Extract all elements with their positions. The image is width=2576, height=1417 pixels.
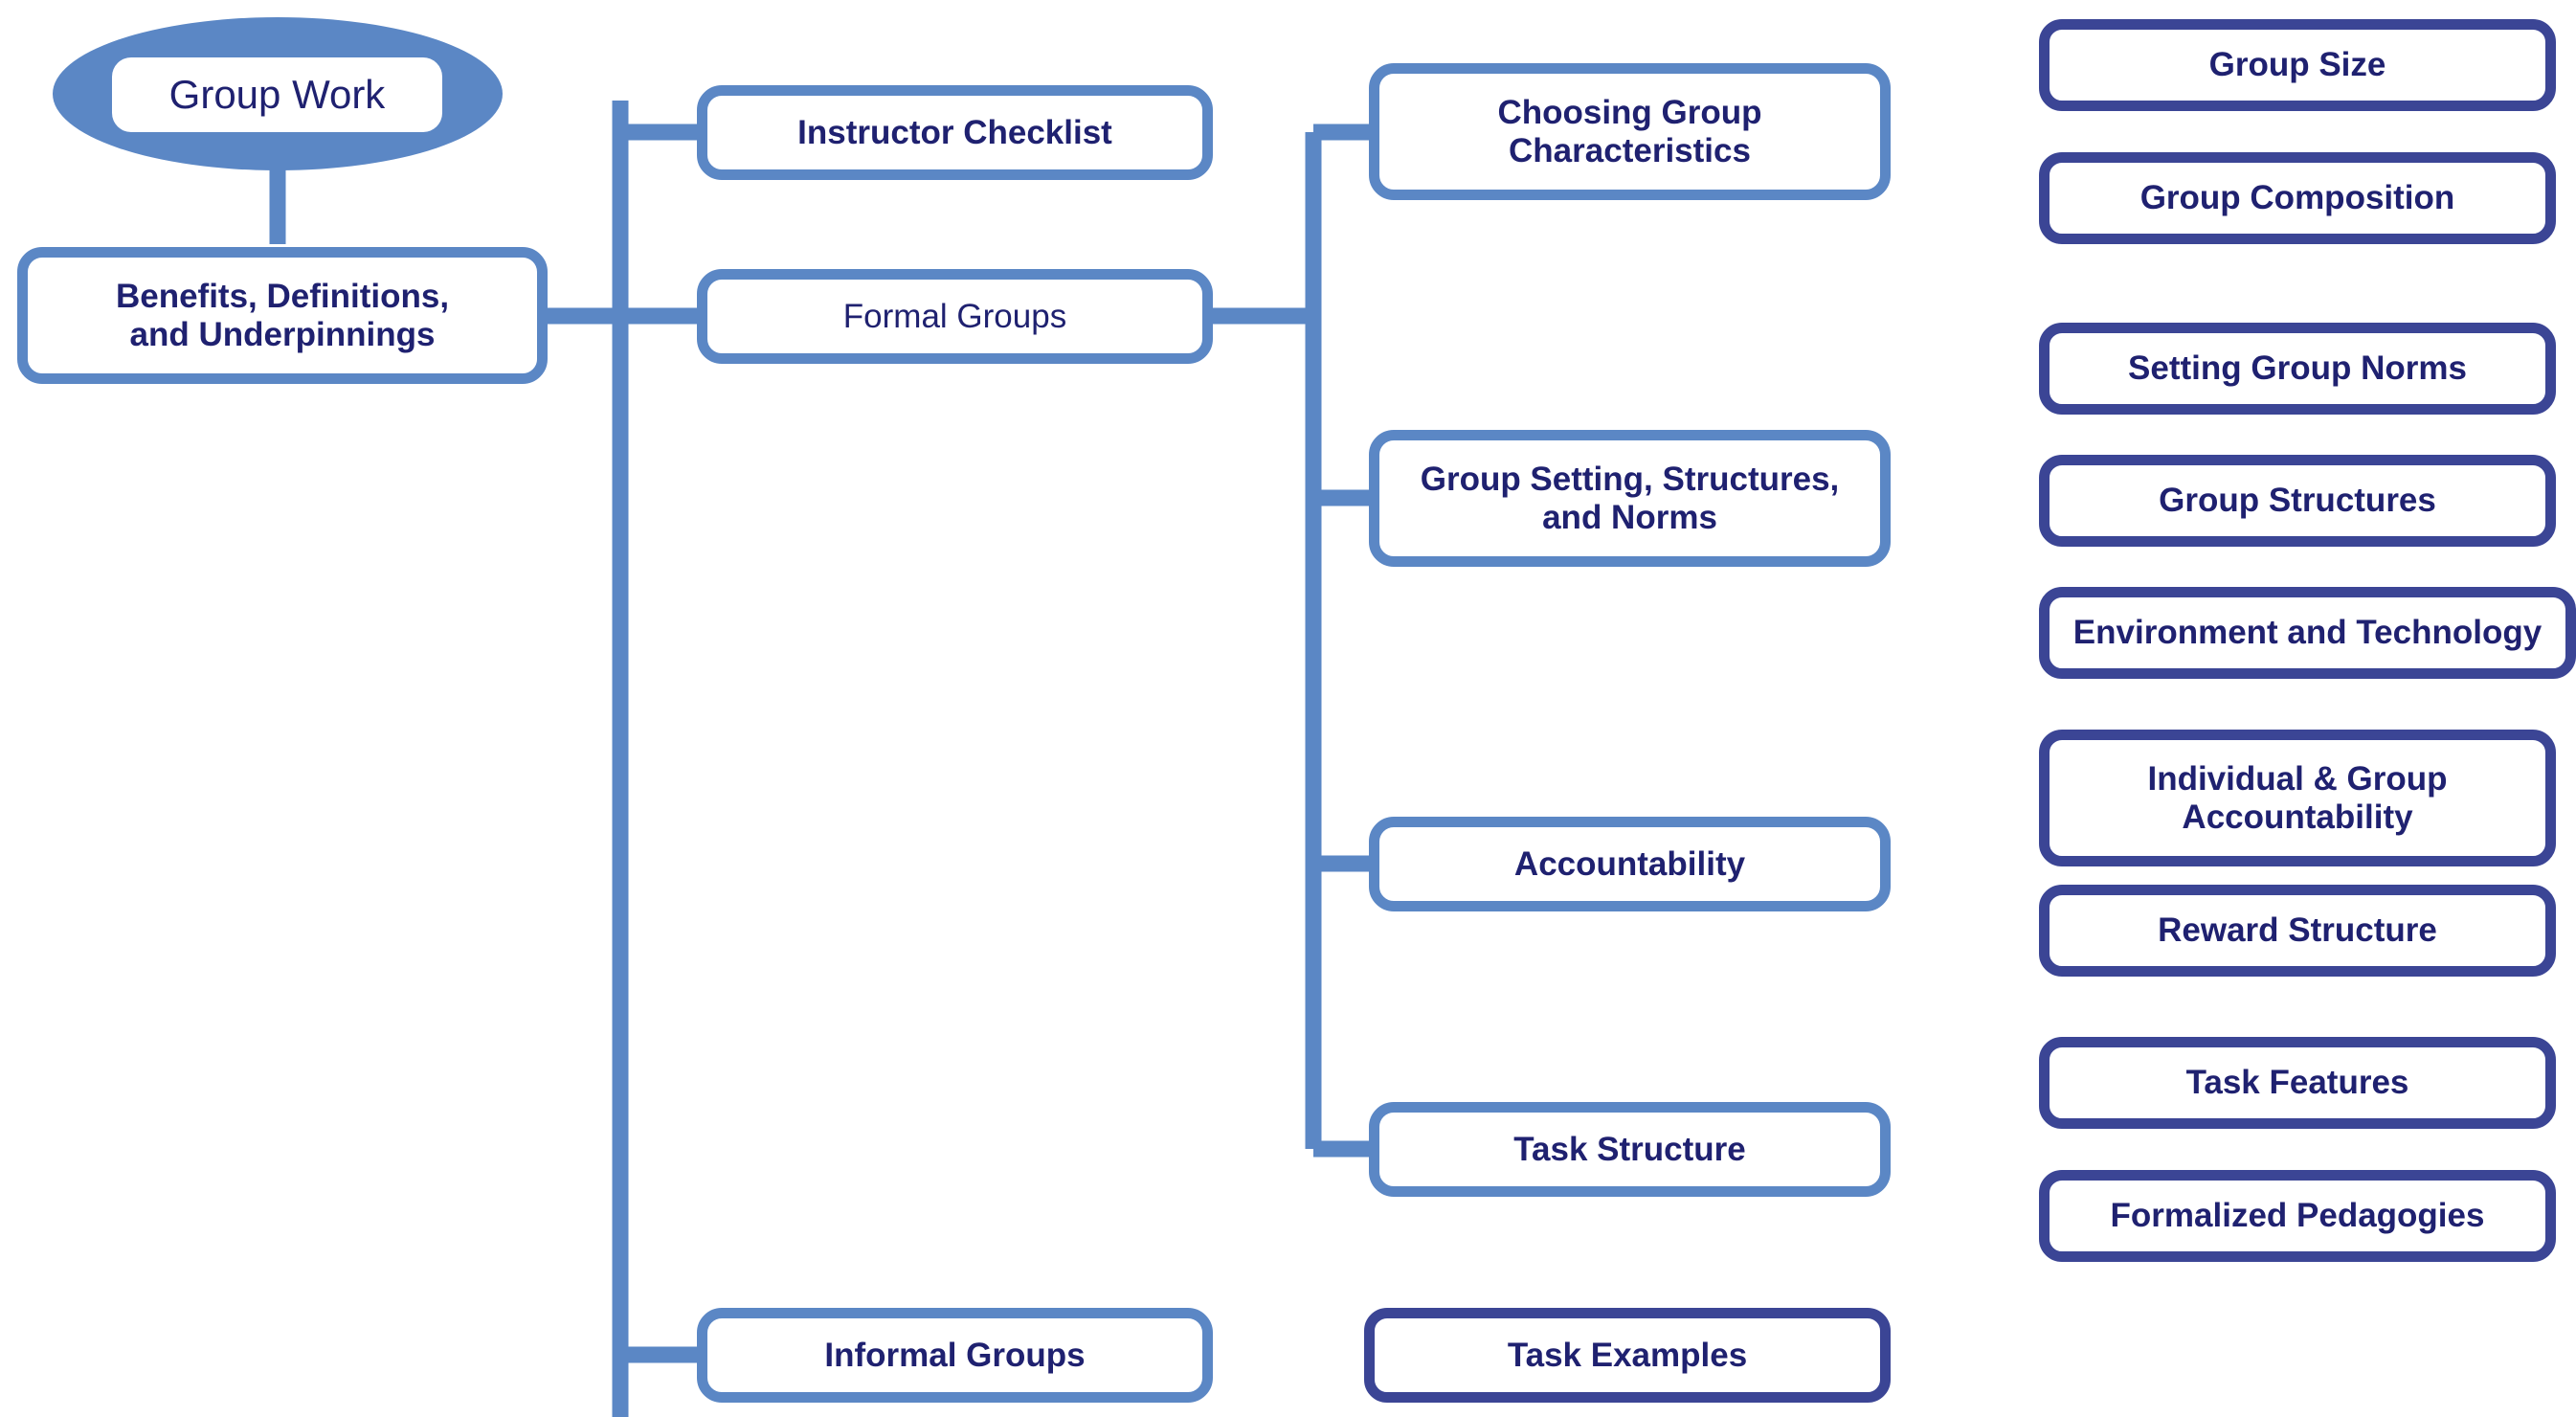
choosing-line-2: Characteristics (1509, 131, 1751, 169)
setting-line-2: and Norms (1542, 498, 1717, 536)
setting-line-1: Group Setting, Structures, (1420, 461, 1840, 499)
benefits-line-1: Benefits, Definitions, (115, 278, 450, 316)
node-reward-structure[interactable]: Reward Structure (2039, 885, 2556, 977)
node-benefits-definitions[interactable]: Benefits, Definitions, and Underpinnings (17, 247, 548, 384)
root-label: Group Work (168, 72, 386, 117)
node-benefits-definitions-label: Benefits, Definitions, and Underpinnings (28, 278, 537, 352)
node-accountability[interactable]: Accountability (1369, 817, 1891, 911)
node-reward-structure-label: Reward Structure (2158, 911, 2437, 950)
root-node[interactable]: Group Work (53, 17, 503, 170)
node-choosing-group-characteristics-label: Choosing Group Characteristics (1379, 94, 1880, 169)
node-group-structures-label: Group Structures (2159, 482, 2436, 520)
node-formal-groups-label: Formal Groups (842, 297, 1067, 335)
node-informal-groups-label: Informal Groups (824, 1336, 1086, 1374)
node-informal-groups[interactable]: Informal Groups (697, 1308, 1213, 1403)
node-individual-group-accountability-label: Individual & Group Accountability (2050, 760, 2545, 835)
node-formal-groups[interactable]: Formal Groups (697, 269, 1213, 364)
individual-group-line-2: Accountability (2182, 798, 2413, 836)
node-formalized-pedagogies[interactable]: Formalized Pedagogies (2039, 1170, 2556, 1262)
node-group-size-label: Group Size (2208, 46, 2386, 84)
node-instructor-checklist-label: Instructor Checklist (797, 113, 1112, 151)
node-individual-group-accountability[interactable]: Individual & Group Accountability (2039, 730, 2556, 866)
individual-group-line-1: Individual & Group (2147, 760, 2448, 798)
node-accountability-label: Accountability (1513, 844, 1746, 883)
node-formalized-pedagogies-label: Formalized Pedagogies (2110, 1197, 2485, 1235)
node-setting-group-norms-label: Setting Group Norms (2128, 349, 2467, 388)
node-environment-and-technology-label: Environment and Technology (2072, 614, 2542, 652)
choosing-line-1: Choosing Group (1497, 94, 1762, 132)
node-task-structure-label: Task Structure (1513, 1130, 1746, 1168)
node-group-setting-structures-norms-label: Group Setting, Structures, and Norms (1379, 461, 1880, 535)
node-task-examples[interactable]: Task Examples (1364, 1308, 1891, 1403)
node-setting-group-norms[interactable]: Setting Group Norms (2039, 323, 2556, 415)
node-environment-and-technology[interactable]: Environment and Technology (2039, 587, 2576, 679)
node-group-composition[interactable]: Group Composition (2039, 152, 2556, 244)
root-label-box: Group Work (112, 57, 442, 132)
node-group-structures[interactable]: Group Structures (2039, 455, 2556, 547)
node-task-examples-label: Task Examples (1507, 1336, 1748, 1374)
node-group-size[interactable]: Group Size (2039, 19, 2556, 111)
node-task-features-label: Task Features (2185, 1064, 2409, 1102)
node-choosing-group-characteristics[interactable]: Choosing Group Characteristics (1369, 63, 1891, 200)
node-task-structure[interactable]: Task Structure (1369, 1102, 1891, 1197)
node-instructor-checklist[interactable]: Instructor Checklist (697, 85, 1213, 180)
node-group-composition-label: Group Composition (2139, 179, 2455, 217)
node-task-features[interactable]: Task Features (2039, 1037, 2556, 1129)
benefits-line-2: and Underpinnings (129, 315, 436, 353)
node-group-setting-structures-norms[interactable]: Group Setting, Structures, and Norms (1369, 430, 1891, 567)
